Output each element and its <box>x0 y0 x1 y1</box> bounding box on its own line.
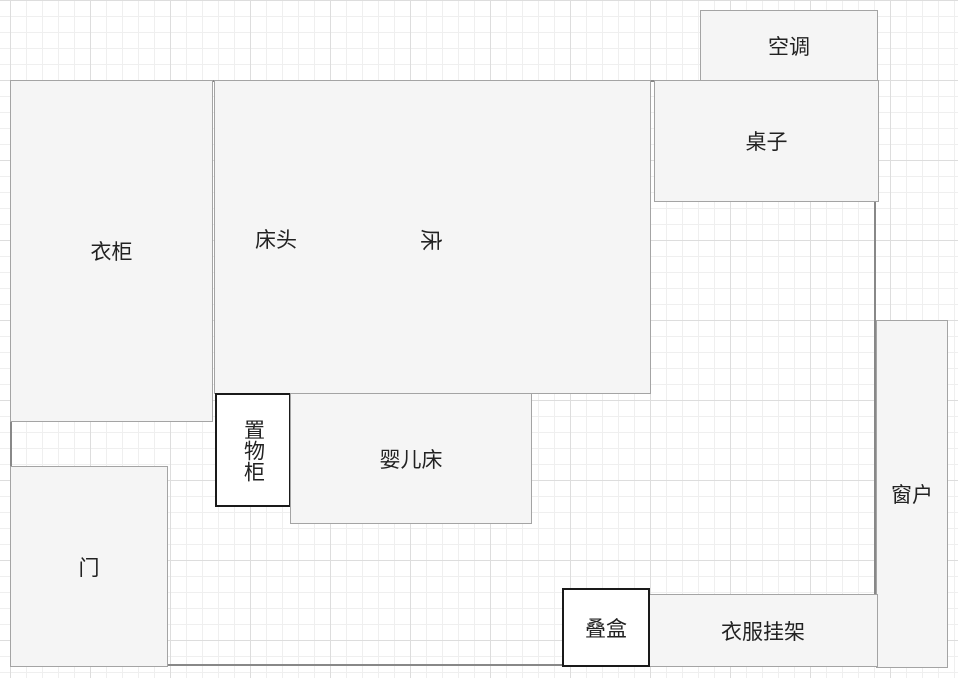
clothes-rack-label: 衣服挂架 <box>721 619 805 644</box>
stack-box-label: 叠盒 <box>585 616 627 641</box>
door-box[interactable]: 门 <box>10 466 168 667</box>
headboard-label: 床头 <box>255 228 297 252</box>
storage-cabinet-box[interactable]: 置物柜 <box>215 393 291 507</box>
clothes-rack-box[interactable]: 衣服挂架 <box>648 594 878 667</box>
wardrobe-label: 衣柜 <box>90 240 133 264</box>
wardrobe-box[interactable]: 衣柜 <box>10 80 213 422</box>
storage-cabinet-label: 置物柜 <box>241 418 266 482</box>
door-label: 门 <box>78 555 100 580</box>
window-label: 窗户 <box>891 483 933 507</box>
bed-label: 床 <box>417 228 443 252</box>
bed-box[interactable]: 床头 床 <box>214 80 651 394</box>
aircon-label: 空调 <box>768 34 810 59</box>
desk-label: 桌子 <box>745 130 788 154</box>
window-box[interactable]: 窗户 <box>876 320 948 668</box>
crib-box[interactable]: 婴儿床 <box>290 393 532 524</box>
desk-box[interactable]: 桌子 <box>654 80 879 202</box>
stack-box-box[interactable]: 叠盒 <box>562 588 650 667</box>
aircon-box[interactable]: 空调 <box>700 10 878 81</box>
crib-label: 婴儿床 <box>379 447 443 472</box>
